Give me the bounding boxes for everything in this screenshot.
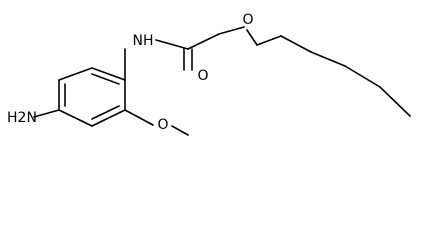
molecule-svg: H2N NH O O O (7, 12, 411, 136)
hexyl-bond-2 (280, 35, 312, 53)
ring-bond-3 (91, 109, 126, 127)
amine-bond (33, 109, 60, 118)
hexyl-bond-5 (379, 86, 411, 117)
ether-o-label: O (242, 12, 253, 28)
ring-bond-6 (58, 67, 93, 81)
ring-to-methoxy-bond (124, 109, 154, 126)
ether-to-hexyl-bond (246, 29, 258, 46)
carbonyl-to-ch2-bond (187, 33, 220, 50)
ring-bond-4 (58, 109, 93, 127)
ring-bond-1 (91, 67, 126, 81)
carbonyl-o-label: O (197, 68, 208, 84)
ring-double-bond-2 (91, 105, 120, 120)
methoxy-o-label: O (157, 117, 168, 133)
structure-diagram: H2N NH O O O (7, 12, 411, 136)
ch2-to-ether-bond (218, 26, 245, 35)
nh-to-carbonyl-bond (155, 39, 189, 50)
methoxy-bond (171, 125, 189, 136)
hexyl-bond-1 (256, 35, 282, 46)
amide-n-label: NH (133, 33, 154, 49)
hexyl-bond-4 (344, 65, 381, 88)
hexyl-bond-3 (310, 51, 346, 67)
ring-double-bond-1 (91, 73, 120, 85)
amine-label: H2N (7, 110, 37, 126)
